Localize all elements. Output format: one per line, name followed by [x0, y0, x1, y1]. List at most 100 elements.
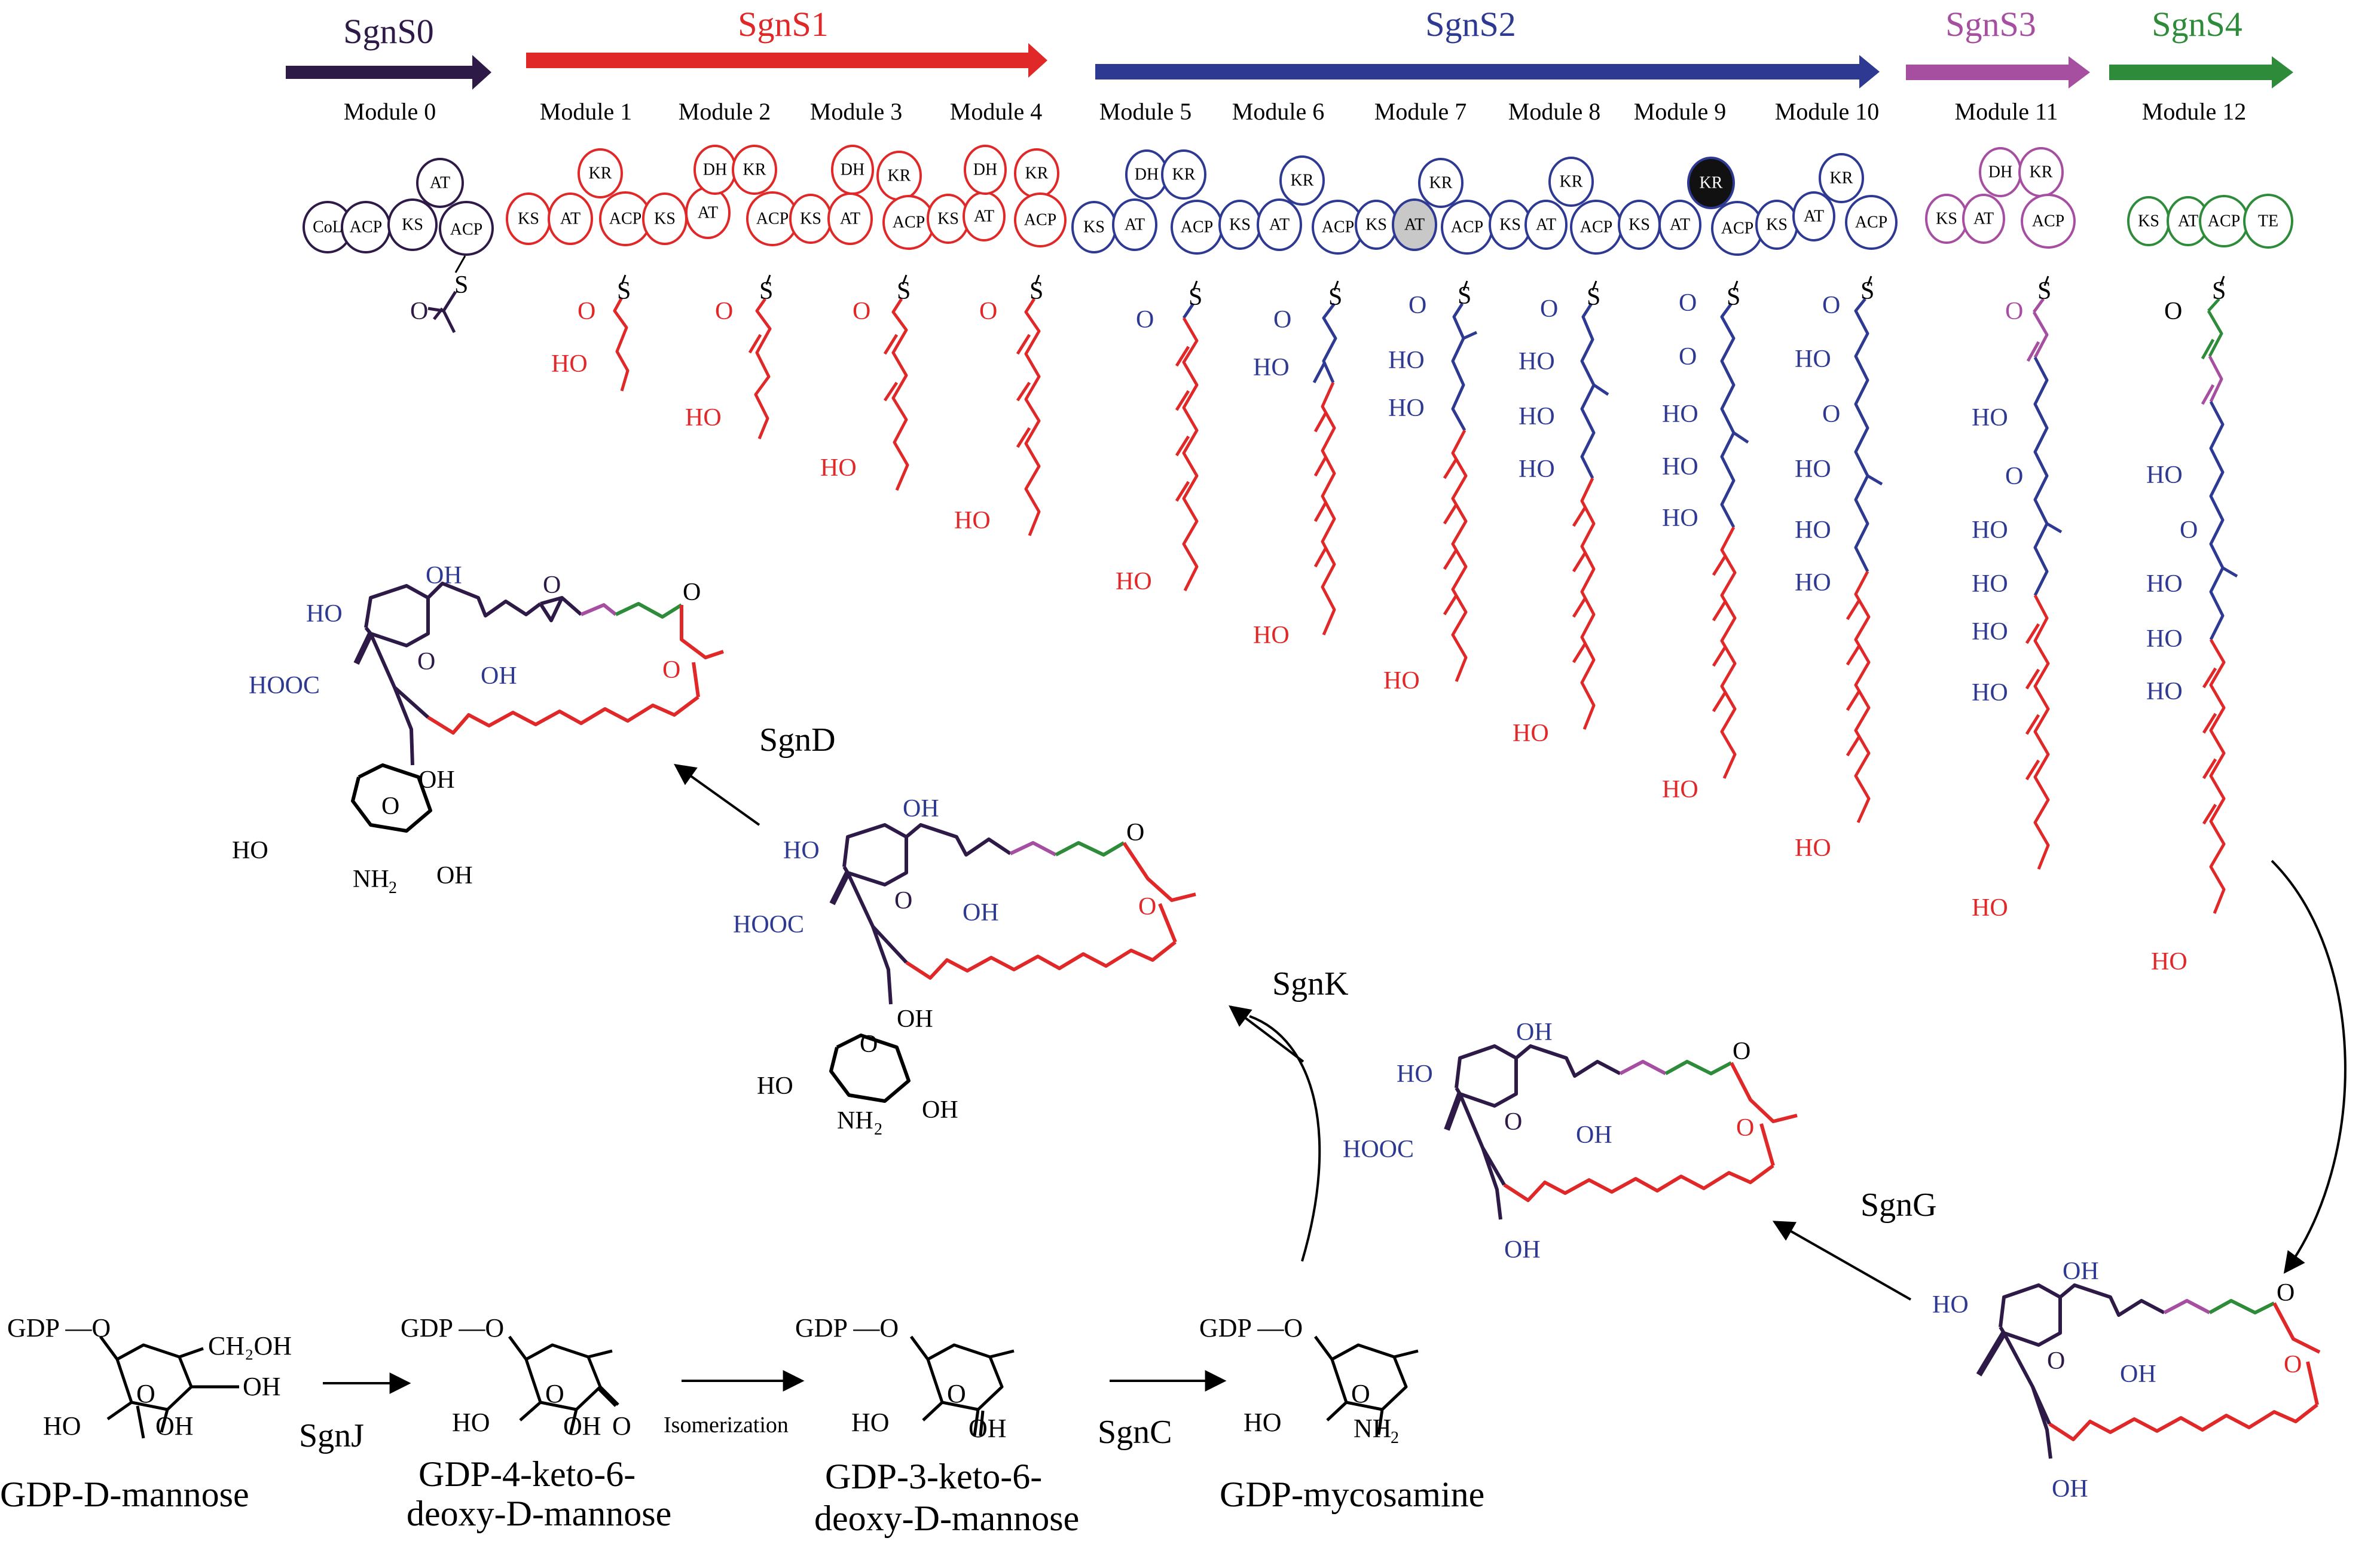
gene-arrow-shape — [2109, 56, 2293, 88]
atom-ho: HO — [1972, 404, 2008, 432]
atom-hooc: HOOC — [733, 911, 804, 938]
arrow-tailoring-curve — [2271, 860, 2347, 1274]
domain-label: KR — [1429, 174, 1453, 192]
domain-kr — [578, 148, 623, 198]
atom-o: O — [1822, 400, 1840, 428]
module-label: Module 2 — [679, 98, 771, 125]
atom-ho: HO — [2146, 570, 2183, 598]
domain-at — [416, 158, 464, 208]
domain-at-inactive — [1392, 198, 1437, 251]
arrow-sgnd — [674, 763, 760, 826]
enzyme-label-sgng: SgnG — [1860, 1187, 1937, 1224]
atom-ho: HO — [1662, 505, 1698, 532]
domain-label: AT — [974, 207, 994, 226]
domain-label: ACP — [2032, 212, 2064, 231]
gene-label: SgnS4 — [2152, 5, 2242, 44]
sugar-name: deoxy-D-mannose — [407, 1494, 671, 1533]
atom-o: O — [979, 298, 997, 325]
domain-at — [548, 192, 593, 245]
domain-label: AT — [840, 210, 860, 228]
intermediate-m7 — [1443, 280, 1478, 682]
atom-subscript: 2 — [874, 1120, 882, 1139]
domain-kr — [1548, 157, 1594, 207]
atom-ho: HO — [1662, 400, 1698, 428]
domain-label: KS — [1766, 216, 1788, 234]
atom-o: O — [662, 656, 680, 684]
domain-label: ACP — [893, 213, 925, 232]
intermediate-m3 — [883, 274, 909, 491]
atom-ho: HO — [1795, 516, 1831, 544]
atom-o: O — [381, 793, 399, 820]
domain-at — [1962, 194, 2005, 244]
atom-ho: HO — [2146, 678, 2183, 705]
domain-label: KS — [1365, 216, 1387, 234]
atom-ho: HO — [1972, 618, 2008, 646]
macrolide-sgng-labels: OH HO HOOC O OH O O OH — [1343, 1019, 1754, 1264]
domain-label: ACP — [1024, 211, 1056, 230]
domain-label: KS — [800, 210, 821, 228]
module-label: Module 11 — [1955, 98, 2058, 125]
sugar-name: GDP-3-keto-6- — [825, 1457, 1042, 1496]
module-label: Module 1 — [540, 98, 632, 125]
domain-label: ACP — [450, 221, 482, 239]
atom-ho: HO — [306, 600, 343, 628]
atom-o: O — [612, 1411, 631, 1441]
atom-ho: HO — [954, 507, 991, 534]
domain-label: KS — [1629, 216, 1650, 234]
atom-oh: OH — [903, 795, 939, 823]
atom-ho: HO — [1383, 667, 1420, 695]
atom-o: O — [1679, 343, 1697, 371]
atom-s: S — [454, 271, 468, 299]
atom-o: O — [136, 1379, 155, 1408]
macrolide-product-labels: OH HO HOOC O OH O O O OH O HO NH 2 OH — [232, 562, 701, 897]
atom-s: S — [1727, 283, 1740, 311]
domain-label: KR — [1172, 166, 1196, 184]
gene-arrow-shape — [526, 43, 1047, 78]
domain-label: AT — [1404, 216, 1425, 234]
domain-label: ACP — [1322, 218, 1354, 237]
intermediate-labels: S S S S S S S S S S S S S O O HO O HO O … — [410, 271, 2226, 976]
atom-ho: HO — [1388, 347, 1425, 374]
atom-s: S — [2212, 277, 2226, 305]
intermediate-m4 — [1016, 274, 1041, 536]
atom-o: O — [2180, 516, 2198, 544]
sgns3-domains — [1925, 147, 2076, 249]
atom-o: O — [2005, 463, 2023, 490]
sgns1-domains — [506, 145, 1067, 250]
gene-label: SgnS3 — [1945, 5, 2036, 44]
domain-label: AT — [1973, 210, 1994, 228]
atom-ho: HO — [452, 1408, 490, 1437]
domain-dh — [831, 145, 874, 195]
domain-label: DH — [703, 161, 727, 179]
intermediate-m5 — [1175, 280, 1199, 592]
domain-at — [1112, 198, 1157, 251]
intermediate-m2 — [748, 274, 772, 439]
module-label: Module 12 — [2142, 98, 2246, 125]
atom-s: S — [1587, 283, 1600, 311]
atom-oh: OH — [2120, 1360, 2156, 1388]
gene-arrow-shape — [286, 55, 491, 90]
domain-dh — [964, 145, 1007, 195]
module-labels: Module 0 Module 1 Module 2 Module 3 Modu… — [344, 98, 2246, 125]
atom-ho: HO — [1253, 622, 1290, 649]
domain-label: CoL — [313, 218, 343, 237]
atom-o: O — [410, 298, 428, 325]
atom-ho: HO — [820, 454, 857, 482]
atom-o: O — [1273, 306, 1291, 334]
atom-ho: HO — [2146, 461, 2183, 489]
atom-ho: HO — [1932, 1291, 1969, 1319]
gene-arrow-shape — [1095, 55, 1880, 88]
domain-label: KS — [1499, 216, 1521, 234]
module-0-domains — [303, 158, 494, 256]
atom-ho: HO — [232, 837, 268, 864]
domain-label: DH — [1135, 166, 1159, 184]
module-label: Module 7 — [1374, 98, 1467, 125]
atom-o: O — [1136, 306, 1154, 334]
atom-o: O — [1540, 295, 1558, 323]
atom-oh: OH — [2052, 1475, 2088, 1503]
domain-at — [1257, 198, 1302, 251]
atom-nh2: NH — [353, 866, 389, 893]
atom-o: O — [417, 648, 435, 675]
sgns2-domains — [1071, 149, 1898, 256]
